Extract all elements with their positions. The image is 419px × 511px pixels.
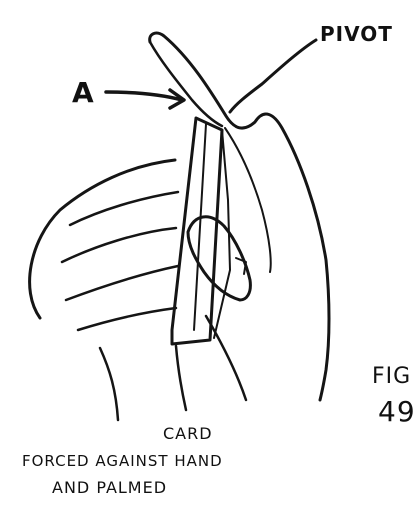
arrow-a-shaft (106, 92, 182, 100)
front-hand-outline (30, 160, 175, 318)
wrist-middle (176, 346, 186, 410)
thumb-crease (150, 42, 222, 126)
figure-number: 49 (378, 395, 416, 428)
figure-label: FIG (372, 364, 411, 389)
finger-3 (66, 266, 178, 300)
card-label: CARD (163, 424, 213, 443)
pivot-label: PIVOT (320, 22, 393, 46)
finger-4 (78, 308, 176, 330)
card-deck (172, 118, 222, 344)
point-a-label: A (72, 76, 95, 109)
pivot-pointer-line (230, 40, 316, 112)
wrist-left (100, 348, 118, 420)
caption-line-2: AND PALMED (52, 478, 167, 497)
finger-2 (62, 228, 176, 262)
thumb-inner-line (225, 128, 271, 272)
card-deck-inner-edge (194, 124, 206, 330)
front-thumb-nail (236, 258, 246, 274)
wrist-right (206, 316, 246, 400)
finger-1 (70, 192, 178, 225)
caption-line-1: FORCED AGAINST HAND (22, 452, 223, 470)
